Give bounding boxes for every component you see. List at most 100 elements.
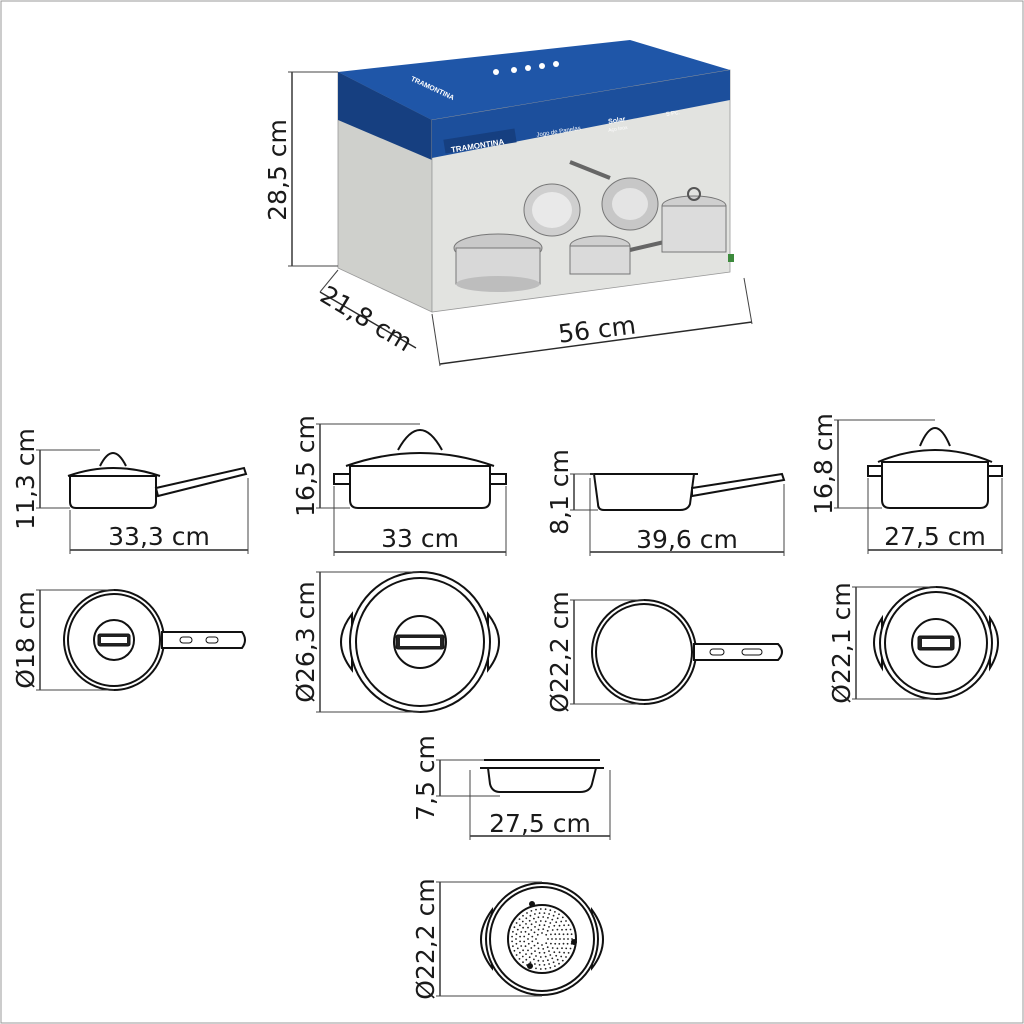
steamer-hole — [566, 942, 569, 945]
steamer-hole — [535, 908, 537, 911]
steamer-hole — [547, 938, 549, 940]
steamer-hole — [549, 954, 552, 956]
ext-line-depth-a — [319, 269, 339, 293]
steamer-hole — [551, 938, 553, 940]
steamer-hole — [560, 920, 563, 923]
steamer-hole — [552, 961, 555, 964]
frypan-diameter-label: Ø22,2 cm — [545, 591, 574, 712]
steamer-hole — [550, 942, 552, 945]
box-model-sub: Aço Inox — [608, 125, 629, 134]
steamer-hole — [516, 928, 519, 931]
brand-plate — [443, 128, 517, 154]
steamer-hole — [513, 949, 516, 952]
steamer-hole — [558, 913, 560, 916]
steamer-hole — [522, 961, 524, 964]
steamer-hole — [546, 929, 549, 932]
casserole-large-side-view: 16,5 cm 33 cm — [291, 415, 507, 556]
steamer-hole — [518, 918, 521, 920]
steamer-hole — [530, 929, 533, 931]
steamer-hole — [545, 933, 548, 936]
steamer-hole — [538, 912, 541, 914]
ext-line-width-right — [743, 277, 753, 325]
steamer-hole — [541, 944, 543, 946]
steamer-hole — [525, 953, 527, 955]
steamer-hole — [520, 931, 523, 933]
steamer-hole — [546, 946, 549, 949]
steamer-hole — [551, 947, 554, 949]
steamer-hole — [554, 965, 556, 967]
steamer-hole — [553, 924, 556, 927]
box-icon-4 — [539, 63, 545, 69]
steamer-hole — [522, 949, 524, 952]
steamer-hole — [548, 963, 550, 965]
steamer-hole — [533, 944, 536, 947]
steamer-hole — [570, 933, 573, 936]
steamer-hole — [559, 938, 561, 940]
steamer-hole — [555, 921, 558, 924]
steamer-hole — [544, 908, 547, 911]
steamer-hole — [539, 920, 542, 922]
steamer-hole — [555, 954, 558, 957]
steamer-hole — [513, 926, 516, 929]
steamer-hole — [534, 913, 536, 915]
box-height-label: 28,5 cm — [263, 119, 292, 221]
steamer-hole — [558, 962, 560, 965]
steamer-hole — [539, 968, 542, 970]
steamer-hole — [567, 952, 570, 954]
steamer-hole — [561, 959, 564, 962]
steamer-hole — [519, 951, 521, 954]
casserole-small-height-label: 16,8 cm — [809, 413, 838, 515]
steamer-hole — [521, 920, 524, 923]
steamer-hole — [531, 935, 534, 938]
steamer-hole — [548, 913, 550, 915]
casserole-small-diameter-label: Ø22,1 cm — [827, 582, 856, 703]
steamer-hole — [566, 933, 569, 936]
steamer-hole — [562, 942, 565, 945]
steamer-hole — [569, 947, 572, 950]
steamer-hole — [528, 956, 531, 959]
steamer-holes — [511, 908, 573, 970]
dim-line-box-width — [439, 321, 753, 365]
steamer-hole — [544, 967, 547, 970]
steamer-hole — [558, 951, 561, 954]
steamer-hole — [531, 940, 534, 943]
frypan-side-view: 8,1 cm 39,6 cm — [545, 449, 786, 556]
frypan-height-label: 8,1 cm — [545, 449, 574, 535]
steamer-hole — [530, 952, 533, 955]
steamer-hole — [549, 966, 552, 969]
steamer-hole — [528, 919, 531, 922]
steamer-hole — [537, 928, 540, 931]
steamer-hole — [530, 910, 533, 912]
box-width-label: 56 cm — [557, 310, 638, 348]
steamer-hole — [534, 963, 536, 965]
steamer-hole — [538, 964, 541, 966]
steamer-hole — [544, 920, 547, 923]
casserole-large-length-label: 33 cm — [381, 524, 459, 553]
steamer-hole — [543, 924, 546, 927]
casserole-large-top-view: Ø26,3 cm — [291, 571, 500, 713]
steamer-hole — [527, 942, 530, 945]
saucepan-height-label: 11,3 cm — [11, 428, 40, 530]
steamer-hole — [563, 951, 565, 954]
steamer-hole — [569, 928, 572, 931]
steamer-hole — [554, 942, 557, 945]
steamer-hole — [551, 957, 554, 960]
steamer-hole — [558, 924, 561, 927]
steamer-hole — [556, 917, 559, 920]
steamer-hole — [554, 911, 556, 913]
steamer-hole — [542, 928, 545, 930]
steamer-hole — [533, 958, 535, 961]
steamer-hole — [551, 918, 554, 921]
steamer-hole — [523, 940, 526, 943]
steamer-hole — [519, 940, 521, 943]
steamer-top-view: Ø22,2 cm — [411, 878, 604, 1000]
steamer-hole — [545, 942, 548, 945]
steamer-hole — [522, 914, 524, 917]
steamer-hole — [526, 912, 528, 914]
dim-line-box-depth — [319, 291, 417, 349]
box-side-blue — [338, 72, 432, 160]
steamer-hole — [533, 917, 535, 920]
steamer-hole — [520, 945, 523, 947]
steamer-hole — [548, 926, 550, 928]
frypan-length-label: 39,6 cm — [636, 525, 738, 554]
